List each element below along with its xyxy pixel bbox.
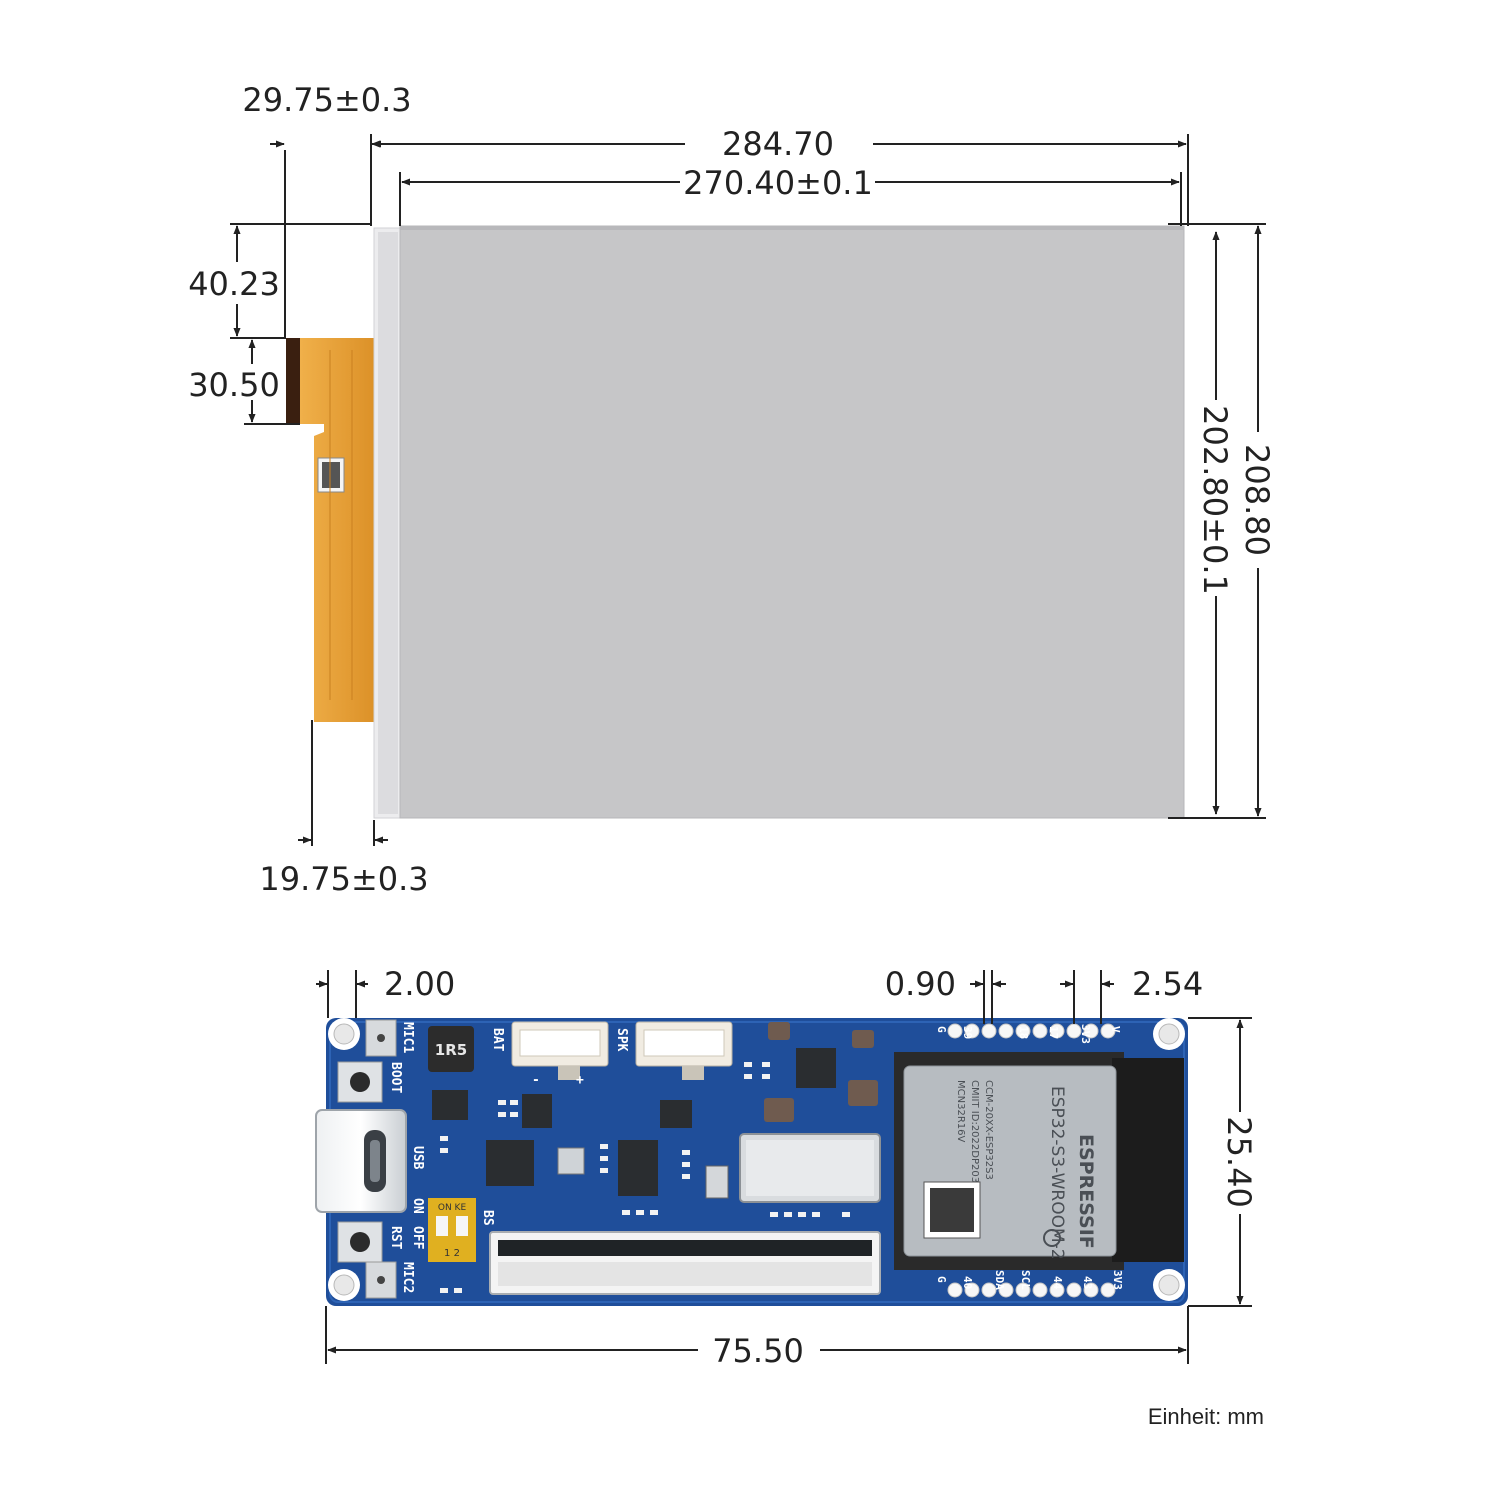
label-on: ON <box>410 1198 425 1214</box>
pin-header-bottom <box>947 1282 1116 1298</box>
dim-fpc-top-offset: 40.23 <box>188 265 280 303</box>
ic-chip <box>522 1094 552 1128</box>
svg-text:17: 17 <box>1047 1026 1060 1039</box>
dim-fpc-bottom-offset: 19.75±0.3 <box>259 860 428 898</box>
svg-text:39: 39 <box>961 1026 974 1039</box>
dip-switch[interactable]: ON KE 1 2 <box>428 1198 476 1262</box>
display-dimensions: 29.75±0.3 284.70 270.40±0.1 40.23 30.50 … <box>188 81 1276 898</box>
battery-connector: - + <box>511 1021 609 1088</box>
svg-text:18: 18 <box>1017 1026 1030 1039</box>
boot-button[interactable] <box>337 1061 383 1103</box>
label-mic1: MIC1 <box>400 1022 415 1053</box>
speaker-connector <box>635 1021 733 1080</box>
svg-text:G: G <box>935 1276 948 1283</box>
usb-c-connector <box>315 1109 407 1213</box>
ic-chip <box>432 1090 468 1120</box>
dim-board-height: 25.40 <box>1220 1116 1258 1208</box>
dim-fpc-offset: 29.75±0.3 <box>242 81 411 119</box>
unit-note: Einheit: mm <box>1148 1404 1264 1429</box>
label-rst: RST <box>388 1226 403 1250</box>
epaper-display <box>286 225 1185 819</box>
svg-text:SCL: SCL <box>1019 1270 1032 1290</box>
svg-text:3V3: 3V3 <box>1079 1024 1092 1044</box>
capacitor <box>848 1080 878 1106</box>
svg-text:SDA: SDA <box>993 1270 1006 1290</box>
ic-chip <box>796 1048 836 1088</box>
ic-chip <box>557 1147 585 1175</box>
inductor <box>428 1026 474 1072</box>
svg-text:CMIIT ID:2022DP2039: CMIIT ID:2022DP2039 <box>969 1080 980 1189</box>
dim-panel-height: 208.80 <box>1238 444 1276 556</box>
dim-active-height: 202.80±0.1 <box>1196 405 1234 595</box>
pin-header-top <box>947 1023 1116 1039</box>
ic-chip <box>618 1140 658 1196</box>
capacitor <box>764 1098 794 1122</box>
module-model: ESP32-S3-WROOM-2 <box>1047 1086 1067 1260</box>
dim-hole-offset: 2.00 <box>384 965 455 1003</box>
svg-text:ON KE: ON KE <box>438 1203 467 1213</box>
dim-panel-width: 284.70 <box>722 125 834 163</box>
label-boot: BOOT <box>388 1062 403 1093</box>
label-bs: BS <box>480 1210 495 1226</box>
fpc-ribbon <box>286 338 374 722</box>
label-bat: BAT <box>490 1028 505 1052</box>
reset-button[interactable] <box>337 1221 383 1263</box>
label-usb: USB <box>410 1146 425 1170</box>
esp32-module: ESPRESSIF ESP32-S3-WROOM-2 CCM-20XX-ESP3… <box>894 1052 1184 1270</box>
dim-pin-gap: 0.90 <box>885 965 956 1003</box>
svg-text:V: V <box>1109 1026 1122 1033</box>
svg-text:1R5: 1R5 <box>435 1041 467 1059</box>
svg-text:+: + <box>576 1073 584 1088</box>
ic-chip <box>660 1100 692 1128</box>
capacitor <box>768 1022 790 1040</box>
label-off: OFF <box>410 1226 425 1250</box>
capacitor <box>852 1030 874 1048</box>
svg-text:43: 43 <box>1081 1276 1094 1289</box>
svg-text:G: G <box>935 1026 948 1033</box>
svg-text:3V3: 3V3 <box>1111 1270 1124 1290</box>
svg-text:40: 40 <box>961 1276 974 1289</box>
svg-text:CCM-20XX-ESP32S3: CCM-20XX-ESP32S3 <box>983 1080 994 1180</box>
label-spk: SPK <box>614 1028 629 1052</box>
dim-fpc-width: 30.50 <box>188 366 280 404</box>
driver-board: MIC1 BOOT USB ON OFF RST MIC2 BAT SPK BS… <box>315 1018 1188 1306</box>
display-active-area <box>399 225 1185 819</box>
svg-text:1 2: 1 2 <box>444 1248 460 1259</box>
board-dimensions: 2.00 0.90 2.54 25.40 75.50 <box>316 965 1258 1370</box>
ic-chip <box>486 1140 534 1186</box>
dim-pin-pitch: 2.54 <box>1132 965 1203 1003</box>
svg-text:44: 44 <box>1051 1276 1064 1290</box>
dim-board-width: 75.50 <box>712 1332 804 1370</box>
mounting-holes <box>328 1018 1185 1301</box>
dim-active-width: 270.40±0.1 <box>683 164 873 202</box>
label-mic2: MIC2 <box>400 1262 415 1293</box>
svg-text:MCN32R16V: MCN32R16V <box>955 1080 966 1142</box>
module-brand: ESPRESSIF <box>1075 1134 1097 1249</box>
svg-text:-: - <box>532 1073 540 1088</box>
